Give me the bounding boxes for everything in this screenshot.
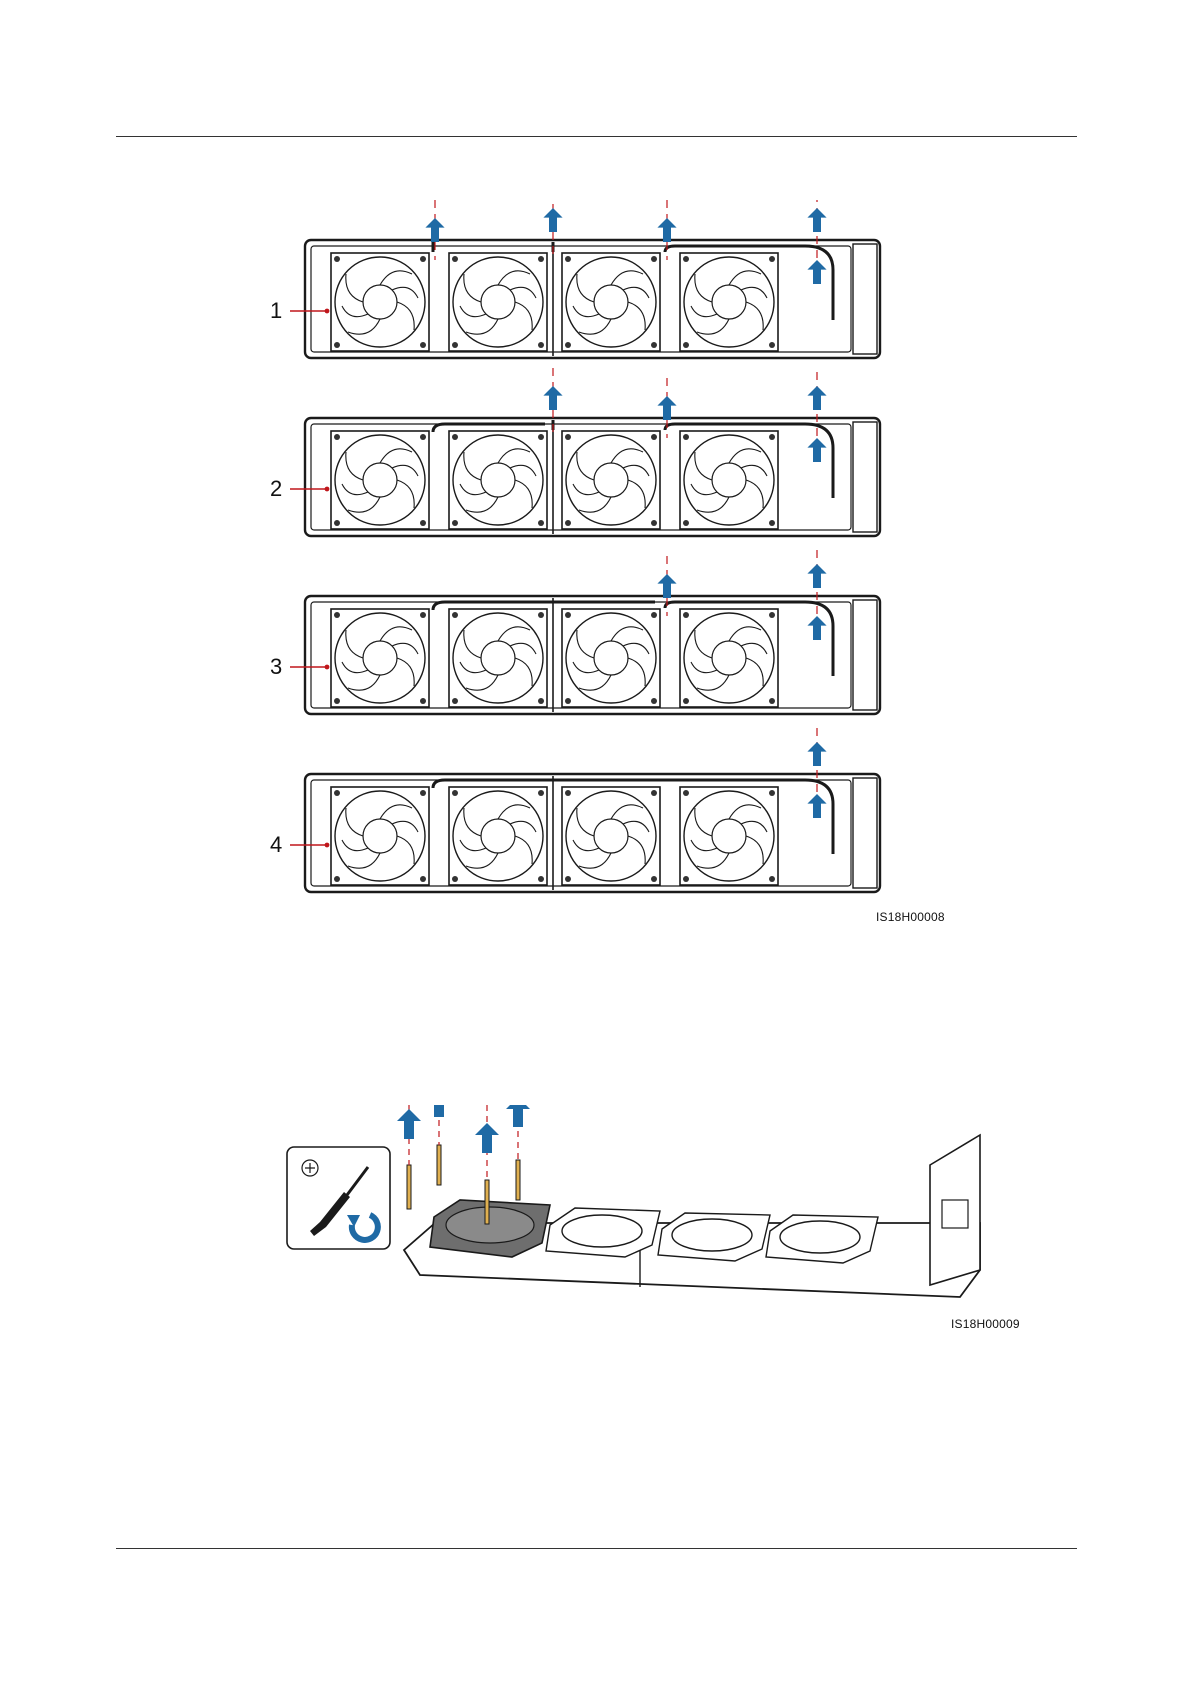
callout-number: 4 (270, 832, 282, 857)
fan-tray-view-4 (305, 728, 880, 892)
fan-tray-view-3 (305, 550, 880, 714)
figure-1-id: IS18H00008 (876, 910, 945, 924)
callout-number: 2 (270, 476, 282, 501)
callout-number: 1 (270, 298, 282, 323)
figure-2-id: IS18H00009 (951, 1317, 1020, 1331)
header-rule (116, 136, 1077, 137)
footer-rule (116, 1548, 1077, 1549)
fan-tray-view-1 (305, 200, 880, 358)
fan-tray-view-2 (305, 368, 880, 536)
fan-tray-perspective (397, 1105, 980, 1297)
fan-tray-removal-figure: 1 2 (270, 200, 950, 920)
callout-number: 3 (270, 654, 282, 679)
fan-screw-removal-figure (280, 1105, 1030, 1325)
screwdriver-icon (287, 1147, 390, 1249)
